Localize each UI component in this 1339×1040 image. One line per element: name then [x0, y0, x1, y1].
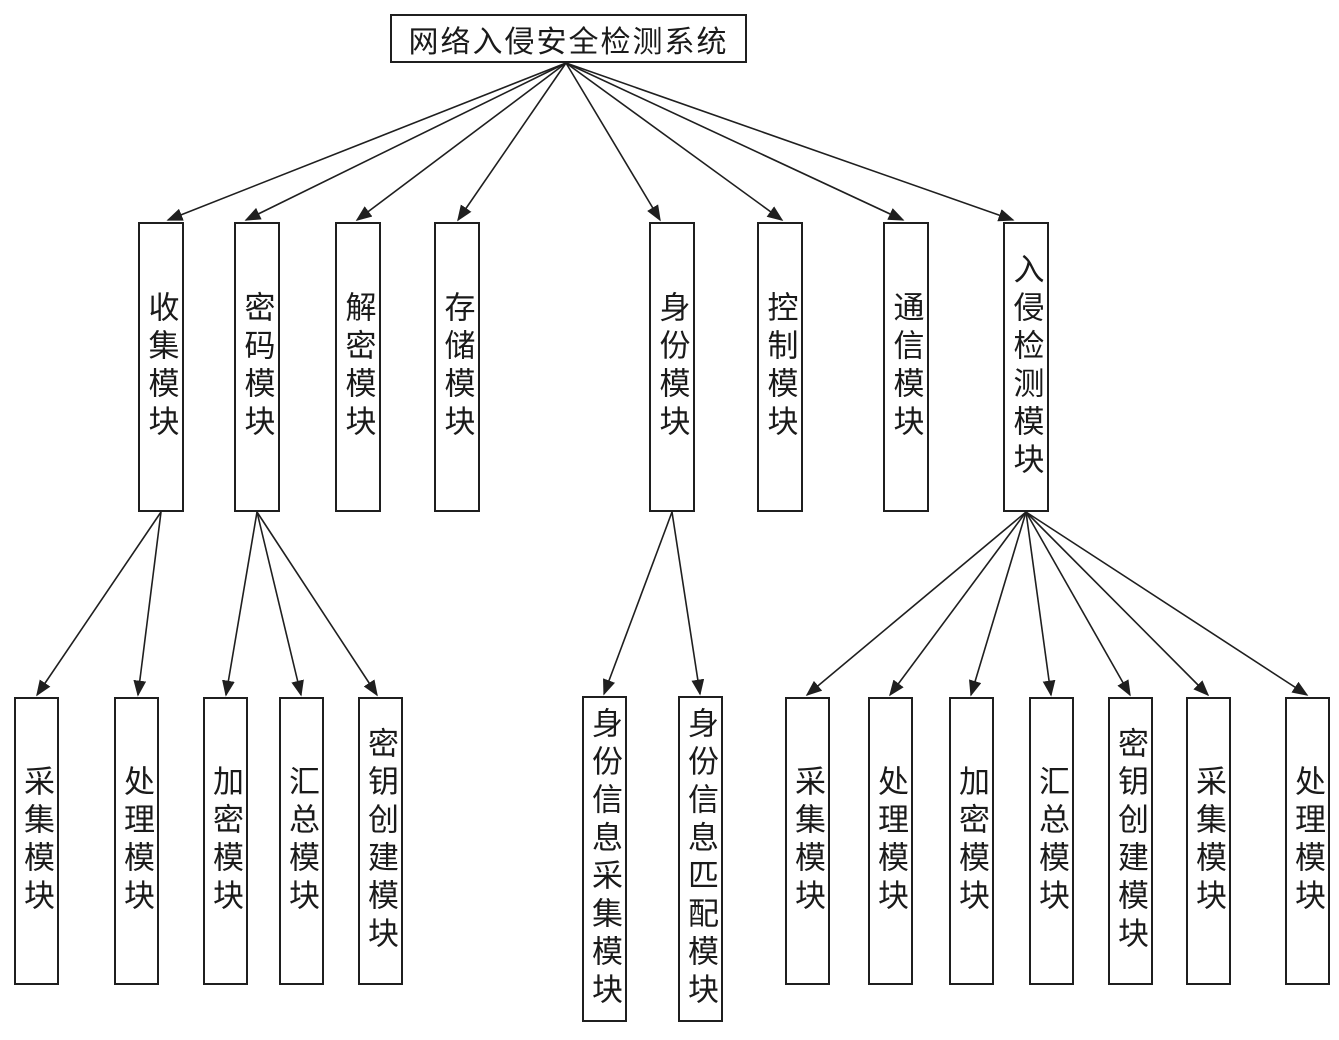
node-acquisition-module-2: 采集模块 [785, 697, 830, 985]
node-key-creation-module-1: 密钥创建模块 [358, 697, 403, 985]
edge-root-l2-0 [166, 62, 567, 221]
node-identity-module: 身份模块 [649, 222, 695, 512]
edge-intrusion-3 [1025, 511, 1056, 697]
edge-intrusion-2 [969, 511, 1027, 697]
edge-root-l2-3 [457, 62, 567, 222]
node-acquisition-module-1: 采集模块 [14, 697, 59, 985]
edge-root-l2-6 [565, 62, 905, 221]
node-processing-module-2: 处理模块 [868, 697, 913, 985]
edge-intrusion-1 [889, 511, 1027, 697]
node-root-system: 网络入侵安全检测系统 [390, 14, 747, 63]
node-communication-module: 通信模块 [883, 222, 929, 512]
edge-intrusion-4 [1025, 511, 1131, 697]
edge-root-l2-4 [565, 62, 661, 222]
edge-password-0 [222, 511, 258, 697]
node-password-module: 密码模块 [234, 222, 280, 512]
node-storage-module: 存储模块 [434, 222, 480, 512]
edge-root-l2-2 [355, 62, 567, 221]
edge-root-l2-5 [565, 62, 784, 221]
node-acquisition-module-3: 采集模块 [1186, 697, 1231, 985]
node-identity-info-matching-module: 身份信息匹配模块 [678, 696, 723, 1022]
edge-collection-1 [133, 511, 162, 697]
edge-intrusion-0 [805, 511, 1027, 697]
node-control-module: 控制模块 [757, 222, 803, 512]
edge-identity-1 [671, 511, 705, 696]
edge-password-1 [256, 511, 304, 697]
edge-password-2 [256, 511, 378, 697]
node-encryption-module-2: 加密模块 [949, 697, 994, 985]
node-summary-module-2: 汇总模块 [1029, 697, 1074, 985]
node-identity-info-acquisition-module: 身份信息采集模块 [582, 696, 627, 1022]
node-processing-module-3: 处理模块 [1285, 697, 1330, 985]
node-key-creation-module-2: 密钥创建模块 [1108, 697, 1153, 985]
node-collection-module: 收集模块 [138, 222, 184, 512]
node-intrusion-detection-module: 入侵检测模块 [1003, 222, 1049, 512]
node-encryption-module-1: 加密模块 [203, 697, 248, 985]
edge-intrusion-6 [1025, 511, 1309, 696]
edge-root-l2-1 [244, 62, 567, 221]
edge-collection-0 [36, 511, 162, 697]
node-summary-module-1: 汇总模块 [279, 697, 324, 985]
edge-identity-0 [603, 511, 673, 696]
node-decryption-module: 解密模块 [335, 222, 381, 512]
node-processing-module-1: 处理模块 [114, 697, 159, 985]
edge-intrusion-5 [1025, 511, 1210, 697]
edge-root-l2-7 [565, 62, 1015, 222]
